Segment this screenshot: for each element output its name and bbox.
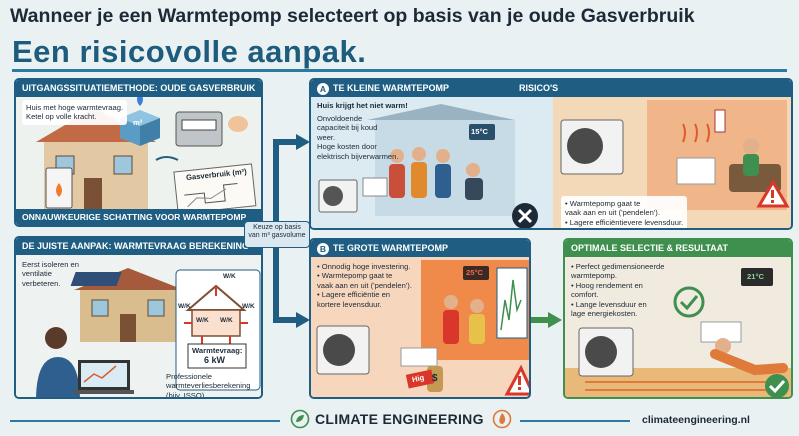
too-small-line: weer. [317,132,336,142]
panel-optimal-header: Optimale selectie & resultaat [565,240,791,257]
too-small-illustration [311,80,791,228]
panel-too-big: B Te grote warmtepomp • Onnodig hoge inve… [309,238,531,399]
right-approach-line: Eerst isoleren en [22,260,79,269]
panel-right-approach-header: De juiste aanpak: warmtevraag berekening [16,238,261,255]
too-big-line: • Warmtepomp gaat te [317,271,393,281]
badge-a: A [317,83,329,95]
optimal-line: lage energiekosten. [571,309,638,319]
optimal-illustration [565,240,791,397]
calc-line: warmteverliesberekening [166,381,251,391]
flame-icon [492,409,512,429]
panel-too-small-header: A Te kleine warmtepomp Risico's [311,80,791,97]
too-small-line: Onvoldoende [317,114,363,123]
panel-too-big-header: B Te grote warmtepomp [311,240,529,257]
too-big-line: vaak aan en uit ('pendelen'). [317,280,412,290]
wk-label: W/K [223,273,236,280]
subtitle: Een risicovolle aanpak. [12,34,367,69]
panel-right-approach: De juiste aanpak: warmtevraag berekening… [14,236,263,399]
optimal-line: comfort. [571,290,599,300]
panel-too-small: A Te kleine warmtepomp Risico's Huis krij… [309,78,793,230]
risks-header: Risico's [519,83,559,93]
panel-right-approach-text: Eerst isoleren en ventilatie verbeteren. [22,260,79,288]
panel-old-method-header: Uitgangssituatiemethode: oude gasverbrui… [16,80,261,97]
too-big-illustration [311,240,529,397]
connector-label: Keuze op basis van m³ gasvolume [244,221,310,248]
calc-line: (bijv. ISSO). [166,390,207,399]
too-small-line: Hoge kosten door [317,142,377,152]
professional-calc-text: Professionele warmteverliesberekening (b… [166,372,251,399]
risks-text: • Warmtepomp gaat te vaak aan en uit ('p… [561,196,688,228]
footer-rule-left [10,420,280,422]
too-small-title: Te kleine warmtepomp [333,83,450,93]
website-link[interactable]: climateengineering.nl [642,414,750,426]
too-big-line: kortere levensduur. [317,299,382,309]
panel-optimal: Optimale selectie & resultaat • Perfect … [563,238,793,399]
old-method-line: Ketel op volle kracht. [26,112,97,122]
too-small-line: elektrisch bijverwarmen. [317,151,399,161]
gas-cube-label: m³ [133,118,143,127]
panel-old-method: Uitgangssituatiemethode: oude gasverbrui… [14,78,263,227]
badge-b: B [317,243,329,255]
connector-label-line: van m³ gasvolume [248,232,306,239]
old-house-illustration [16,80,261,225]
wk-label: W/K [196,317,209,324]
optimal-line: warmtepomp. [571,271,618,281]
calculation-illustration [16,238,261,397]
too-small-line: capaciteit bij koud [317,123,378,133]
footer-rule-right [520,420,630,422]
right-approach-line: ventilatie [22,269,52,279]
connector-label-line: Keuze op basis [253,224,301,231]
too-big-text: • Onnodig hoge investering. • Warmtepomp… [317,262,412,309]
too-small-text: Onvoldoende capaciteit bij koud weer. Ho… [317,114,398,161]
risks-line: • Lagere efficiëntievere levensduur. [565,217,684,227]
optimal-line: • Perfect gedimensioneerde [571,262,665,271]
brand-name: CLIMATE ENGINEERING [315,411,484,427]
thermostat-optimal: 21°C [747,272,764,281]
panel-old-method-footer: Onnauwkeurige schatting voor warmtepomp [16,209,261,225]
title-rule [12,69,787,72]
calc-line: Professionele [166,372,213,381]
risks-line: • Warmtepomp gaat te [565,199,641,208]
optimal-text: • Perfect gedimensioneerde warmtepomp. •… [571,262,664,318]
footer: CLIMATE ENGINEERING climateengineering.n… [0,405,799,436]
wk-label: W/K [178,303,191,310]
risks-line: vaak aan en uit ('pendelen'). [565,208,660,218]
warmtevraag-label: Warmtevraag: [192,346,243,355]
thermostat-hot: 25°C [466,268,483,277]
leaf-icon [290,409,310,429]
too-small-headline: Huis krijgt het niet warm! [317,101,408,110]
optimal-line: • Hoog rendement en [571,280,643,290]
wk-label: W/K [220,317,233,324]
panel-old-method-text: Huis met hoge warmtevraag. Ketel op voll… [22,100,128,125]
too-big-line: • Lagere efficiëntie en [317,290,391,300]
old-method-line: Huis met hoge warmtevraag. [26,103,124,112]
thermostat-cold: 15°C [471,127,488,136]
wk-label: W/K [242,303,255,310]
right-approach-line: verbeteren. [22,278,61,288]
optimal-line: • Lange levensduur en [571,299,647,309]
main-title: Wanneer je een Warmtepomp selecteert op … [10,5,695,27]
money-bag-symbol: $ [432,373,438,384]
warmtevraag-value: 6 kW [204,355,226,365]
too-big-line: • Onnodig hoge investering. [317,262,411,271]
too-big-title: Te grote warmtepomp [333,243,449,253]
